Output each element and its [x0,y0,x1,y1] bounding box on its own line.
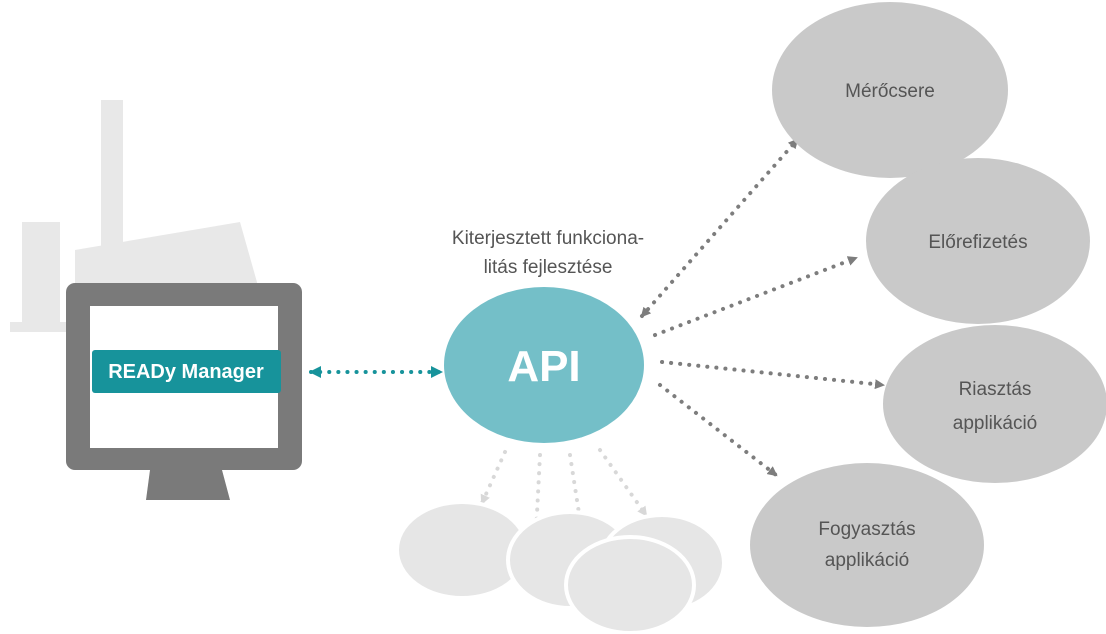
ready-manager-label: READy Manager [108,361,264,383]
api-label: API [507,342,580,391]
arrow-to-riasztas [660,360,885,390]
future-modules [395,500,726,634]
module-fogyasztas-label-line1: Fogyasztás [818,519,915,540]
module-riasztas-label-line2: applikáció [953,413,1038,434]
module-elorefizetes-label: Előrefizetés [928,232,1027,253]
module-merocsere: Mérőcsere [772,2,1008,178]
arrow-to-fogyasztas [658,383,778,477]
ready-manager-badge: READy Manager [92,350,281,393]
api-caption: Kiterjesztett funkciona- litás fejleszté… [452,228,644,278]
factory-icon [10,100,262,332]
module-elorefizetes: Előrefizetés [866,158,1090,324]
module-merocsere-label: Mérőcsere [845,81,935,102]
api-caption-line1: Kiterjesztett funkciona- [452,228,644,249]
api-node: API [444,287,644,443]
api-caption-line2: litás fejlesztése [484,257,613,278]
module-arrows [640,138,885,477]
arrow-to-merocsere [640,138,799,318]
arrow-to-elorefizetes [653,256,858,337]
module-riasztas-label-line1: Riasztás [959,379,1032,400]
module-fogyasztas-label-line2: applikáció [825,550,910,571]
module-fogyasztas: Fogyasztás applikáció [750,463,984,627]
module-riasztas: Riasztás applikáció [883,325,1106,483]
